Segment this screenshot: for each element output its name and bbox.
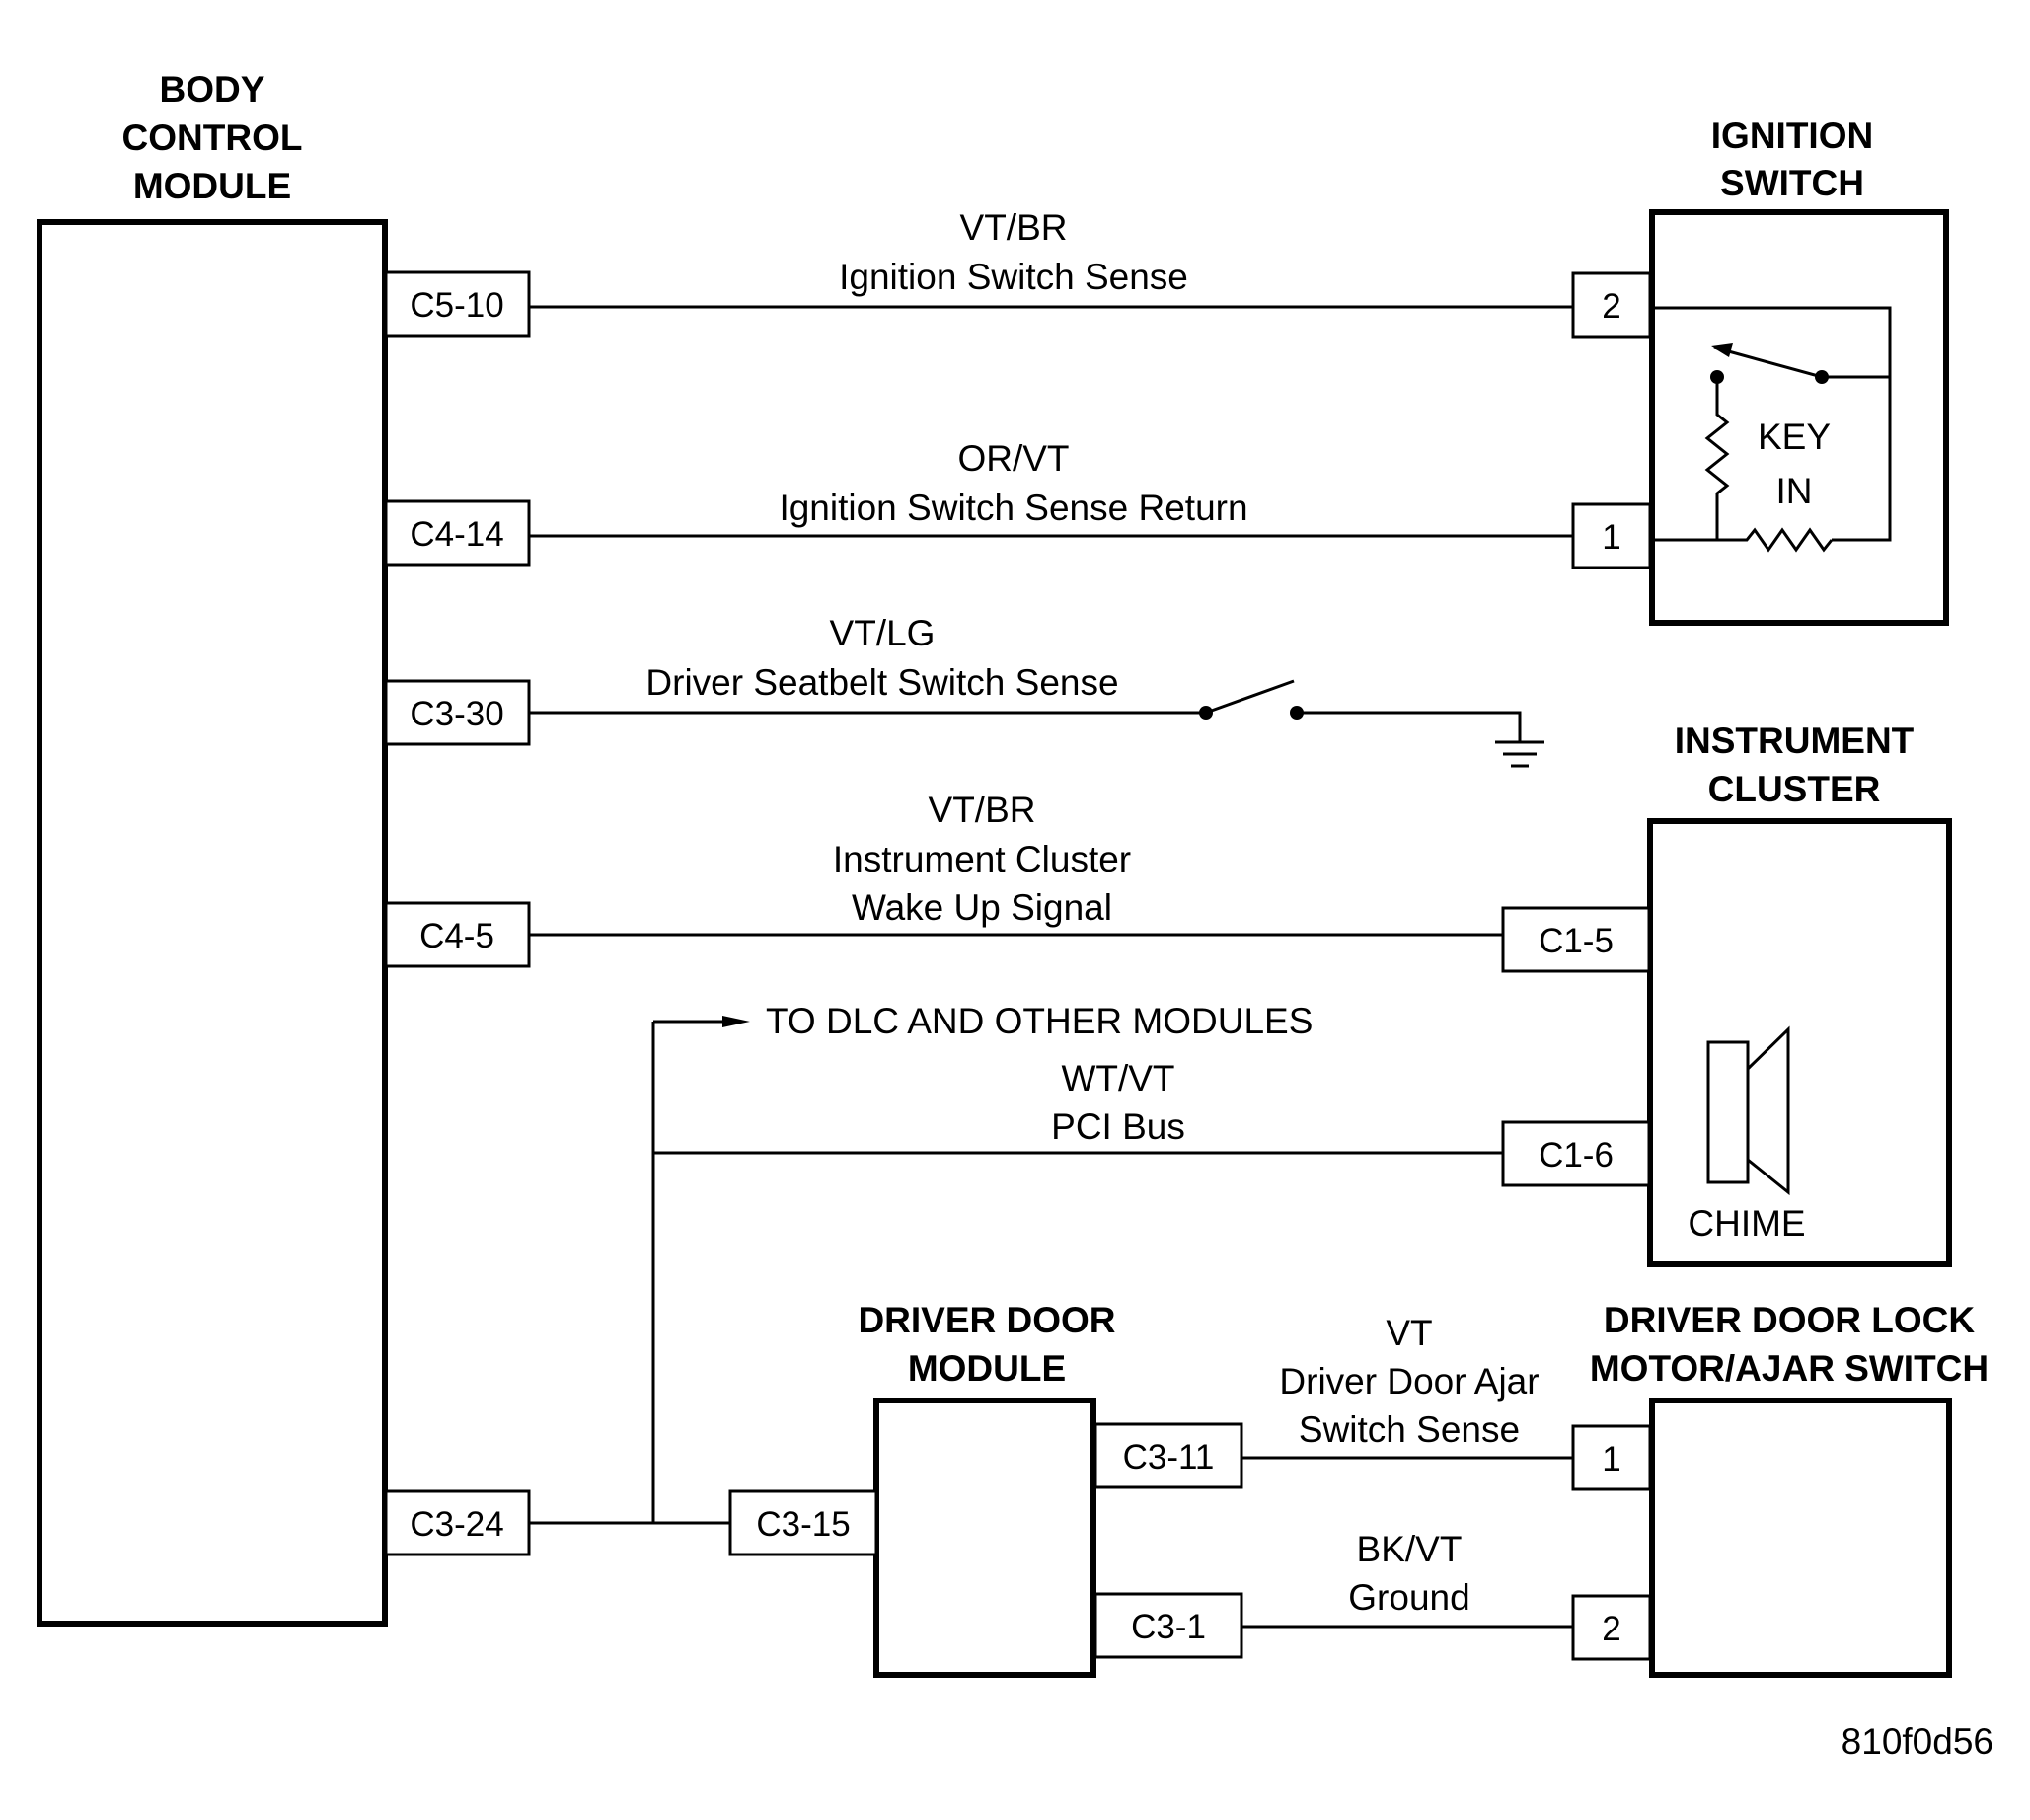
circuit-name-label-line2: Switch Sense — [1299, 1409, 1520, 1450]
circuit-name-label: Ignition Switch Sense Return — [779, 488, 1247, 528]
ignition-pin-1: 1 — [1571, 502, 1652, 569]
pin-label: C5-10 — [410, 286, 503, 325]
circuit-name-label: Ignition Switch Sense — [839, 257, 1188, 297]
instrument-cluster-title-line1: INSTRUMENT — [1675, 720, 1915, 761]
instrument-cluster-box — [1647, 818, 1952, 1267]
chime-label: CHIME — [1688, 1203, 1805, 1244]
bcm-pin-c4-14: C4-14 — [384, 499, 531, 567]
seatbelt-switch-blade-icon — [1205, 679, 1295, 715]
door-switch-pin-2: 2 — [1571, 1594, 1652, 1661]
door-lock-ajar-switch: DRIVER DOOR LOCK MOTOR/AJAR SWITCH — [1590, 1300, 1989, 1678]
key-in-label-line1: KEY — [1758, 417, 1831, 457]
ignition-internal-wire — [1652, 306, 1892, 542]
door-lock-switch-box — [1649, 1398, 1952, 1678]
circuit-name-label-line2: Wake Up Signal — [852, 887, 1112, 928]
circuit-name-label: Ground — [1348, 1577, 1469, 1618]
instrument-cluster: INSTRUMENT CLUSTER CHIME — [1647, 720, 1952, 1267]
figure-id: 810f0d56 — [1842, 1721, 1993, 1762]
pin-label: 2 — [1602, 287, 1620, 326]
circuit-name-label-line1: Driver Door Ajar — [1279, 1361, 1539, 1402]
pin-label: C3-11 — [1123, 1438, 1215, 1477]
pin-label: C4-14 — [410, 515, 503, 554]
key-in-label-line2: IN — [1776, 471, 1813, 511]
wire-color-label: VT/BR — [960, 207, 1068, 248]
circuit-name-label-line1: Instrument Cluster — [833, 839, 1131, 879]
instrument-cluster-title-line2: CLUSTER — [1708, 769, 1881, 809]
wire-color-label: VT — [1386, 1313, 1432, 1353]
dlc-note-label: TO DLC AND OTHER MODULES — [766, 1001, 1313, 1041]
wire-color-label: VT/BR — [929, 790, 1036, 830]
bcm-pin-c5-10: C5-10 — [384, 270, 531, 338]
bcm-title-line3: MODULE — [133, 166, 291, 206]
chime-speaker-icon — [1706, 1040, 1750, 1184]
bcm-title-line1: BODY — [160, 69, 265, 110]
body-control-module: BODY CONTROL MODULE — [37, 69, 388, 1627]
switch-arrow-icon — [1711, 343, 1733, 357]
driver-door-module: DRIVER DOOR MODULE — [858, 1300, 1116, 1678]
wire-color-label: WT/VT — [1061, 1058, 1174, 1099]
cluster-pin-c1-6: C1-6 — [1501, 1120, 1651, 1187]
pin-label: C3-15 — [756, 1505, 850, 1544]
bcm-pin-c3-24: C3-24 — [384, 1489, 531, 1556]
ignition-switch-title-line2: SWITCH — [1720, 163, 1864, 203]
wire-color-label: OR/VT — [957, 438, 1069, 479]
key-in-switch-blade — [1713, 345, 1823, 379]
bcm-pin-c3-30: C3-30 — [384, 679, 531, 746]
door-switch-pin-1: 1 — [1571, 1424, 1652, 1491]
pin-label: C3-30 — [410, 695, 503, 733]
wire-color-label: VT/LG — [830, 613, 936, 653]
ignition-switch: IGNITION SWITCH KEY IN — [1649, 115, 1949, 626]
wire-pci-bus — [529, 1016, 1503, 1525]
wire-seatbelt-switch-sense — [529, 679, 1544, 768]
resistor-vertical-icon — [1704, 377, 1730, 540]
circuit-name-label: PCI Bus — [1051, 1106, 1185, 1147]
ddm-pin-c3-1: C3-1 — [1093, 1592, 1243, 1659]
ignition-pin-2: 2 — [1571, 271, 1652, 339]
switch-contact-icon — [1815, 370, 1829, 384]
resistor-horizontal-icon — [1652, 527, 1834, 553]
ignition-switch-title-line1: IGNITION — [1711, 115, 1873, 156]
door-lock-switch-title-line1: DRIVER DOOR LOCK — [1604, 1300, 1975, 1340]
pin-label: C1-6 — [1539, 1136, 1614, 1175]
pin-label: 1 — [1602, 1440, 1620, 1479]
bcm-pin-c4-5: C4-5 — [384, 901, 531, 968]
driver-door-module-title-line2: MODULE — [908, 1348, 1066, 1389]
circuit-name-label: Driver Seatbelt Switch Sense — [645, 662, 1118, 703]
ground-icon — [1495, 740, 1544, 768]
ddm-pin-c3-15: C3-15 — [728, 1489, 878, 1556]
pin-label: 2 — [1602, 1610, 1620, 1648]
cluster-pin-c1-5: C1-5 — [1501, 906, 1651, 973]
door-lock-switch-title-line2: MOTOR/AJAR SWITCH — [1590, 1348, 1989, 1389]
driver-door-module-box — [873, 1398, 1096, 1678]
ddm-pin-c3-11: C3-11 — [1093, 1422, 1243, 1489]
pin-label: C3-1 — [1131, 1608, 1206, 1646]
bcm-box — [37, 219, 388, 1627]
wire-color-label: BK/VT — [1357, 1529, 1463, 1569]
pin-label: C4-5 — [419, 917, 494, 955]
pin-label: C1-5 — [1539, 922, 1614, 960]
pin-label: 1 — [1602, 518, 1620, 557]
ignition-switch-box — [1649, 209, 1949, 626]
pin-label: C3-24 — [410, 1505, 503, 1544]
bcm-title-line2: CONTROL — [122, 117, 303, 158]
driver-door-module-title-line1: DRIVER DOOR — [858, 1300, 1115, 1340]
chime-speaker-cone-icon — [1746, 1025, 1790, 1196]
arrow-right-icon — [722, 1016, 750, 1027]
